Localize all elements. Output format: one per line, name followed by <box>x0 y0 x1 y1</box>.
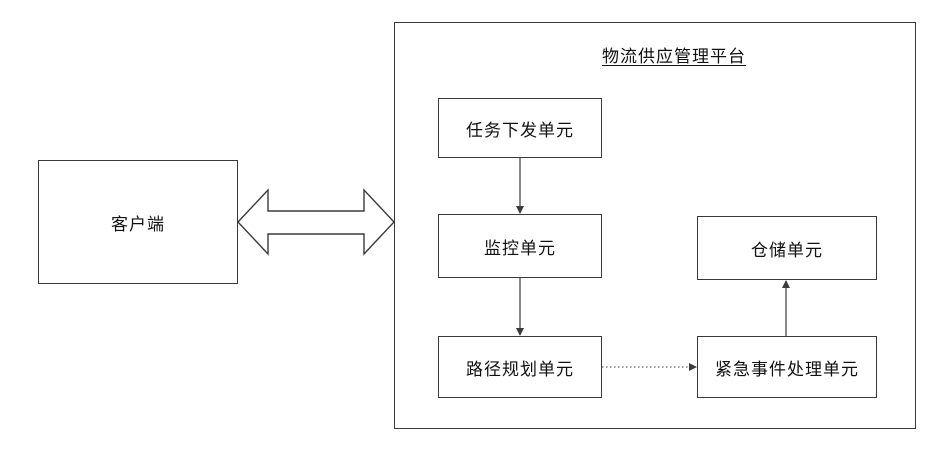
client-platform-double-arrow <box>238 190 394 254</box>
